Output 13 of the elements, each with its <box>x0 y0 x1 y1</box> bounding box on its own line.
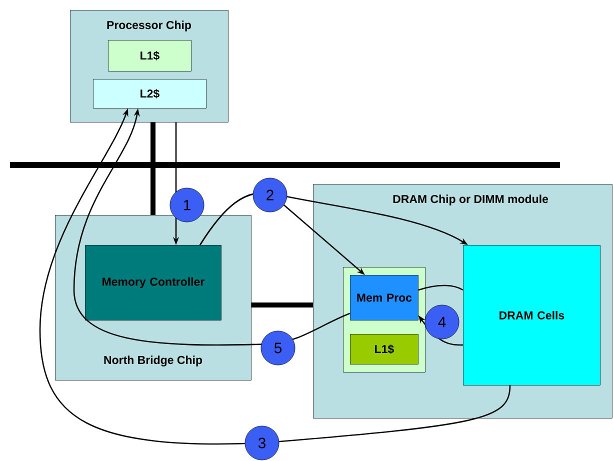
step-number: 2 <box>252 178 288 212</box>
step-number: 5 <box>260 330 296 366</box>
bus-connector <box>150 122 156 215</box>
cache-box: L1$ <box>108 40 192 72</box>
bus-connector <box>251 302 313 308</box>
memory-cells-box: DRAM Cells <box>463 245 600 386</box>
cache-box: L2$ <box>93 79 206 108</box>
step-number: 1 <box>170 188 204 222</box>
cache-box: L1$ <box>350 334 418 364</box>
processor-box: Mem Proc <box>350 275 418 320</box>
step-number: 4 <box>424 304 460 340</box>
step-number: 3 <box>244 426 280 460</box>
controller-box: Memory Controller <box>85 245 222 320</box>
